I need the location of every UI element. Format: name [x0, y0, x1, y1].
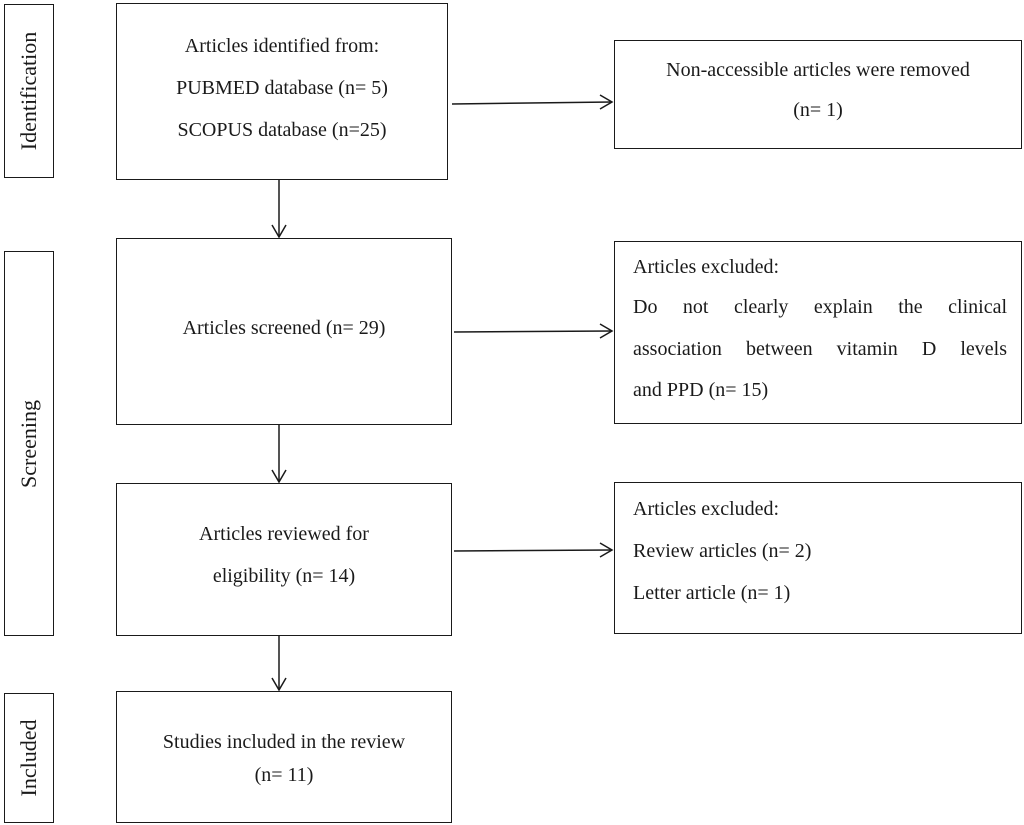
- excluded-2-line-3: Letter article (n= 1): [633, 582, 791, 604]
- stage-included: Included: [4, 693, 54, 823]
- stage-screening: Screening: [4, 251, 54, 636]
- stage-identification-label: Identification: [16, 31, 41, 151]
- stage-identification: Identification: [4, 4, 54, 178]
- identified-box: Articles identified from: PUBMED databas…: [116, 3, 448, 180]
- arrow-screened-to-eligibility: [271, 425, 287, 484]
- excluded-box-2: Articles excluded: Review articles (n= 2…: [614, 482, 1022, 634]
- excluded-1-line-2: Do not clearly explain the clinical: [633, 296, 1007, 318]
- screened-line-1: Articles screened (n= 29): [182, 317, 386, 339]
- excluded-box-1: Articles excluded: Do not clearly explai…: [614, 241, 1022, 424]
- removed-box: Non-accessible articles were removed (n=…: [614, 40, 1022, 149]
- stage-included-label: Included: [16, 719, 41, 797]
- included-box: Studies included in the review (n= 11): [116, 691, 452, 823]
- identified-line-3: SCOPUS database (n=25): [177, 119, 387, 141]
- removed-line-2: (n= 1): [793, 99, 843, 121]
- arrow-screened-to-excluded-1: [453, 323, 614, 339]
- included-line-2: (n= 11): [254, 764, 314, 786]
- arrow-identified-to-screened: [271, 180, 287, 239]
- identified-line-2: PUBMED database (n= 5): [176, 77, 388, 99]
- arrow-identified-to-removed: [451, 94, 614, 110]
- excluded-1-line-4: and PPD (n= 15): [633, 379, 769, 401]
- excluded-1-line-1: Articles excluded:: [633, 256, 780, 278]
- eligibility-line-2: eligibility (n= 14): [212, 565, 356, 587]
- screened-box: Articles screened (n= 29): [116, 238, 452, 425]
- stage-screening-label: Screening: [16, 399, 41, 488]
- eligibility-box: Articles reviewed for eligibility (n= 14…: [116, 483, 452, 636]
- excluded-1-line-3: association between vitamin D levels: [633, 338, 1007, 360]
- eligibility-line-1: Articles reviewed for: [199, 523, 369, 545]
- arrow-eligibility-to-included: [271, 636, 287, 692]
- excluded-2-line-1: Articles excluded:: [633, 498, 780, 520]
- excluded-2-line-2: Review articles (n= 2): [633, 540, 812, 562]
- included-line-1: Studies included in the review: [162, 731, 406, 753]
- removed-line-1: Non-accessible articles were removed: [666, 59, 970, 81]
- arrow-eligibility-to-excluded-2: [453, 542, 614, 558]
- identified-line-1: Articles identified from:: [184, 35, 380, 57]
